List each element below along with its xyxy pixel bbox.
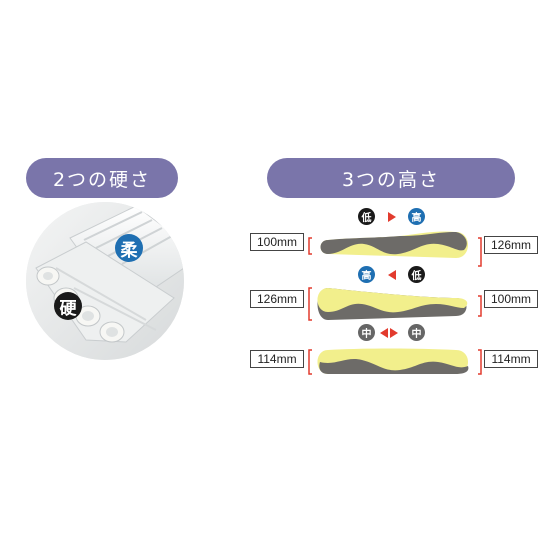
height-high-badge: 高 [408,208,425,225]
arrow-left-icon [380,328,388,338]
arrow-left-icon [388,270,396,280]
right-height-label: 114mm [484,350,538,368]
right-height-label: 126mm [484,236,538,254]
section-title-height: 3つの高さ [267,158,515,198]
left-height-label: 126mm [250,290,304,308]
pillow-pipe-photo [26,202,184,360]
arrow-right-icon [388,212,396,222]
height-row-1: 低 高 100mm 126mm [248,206,538,270]
left-height-label: 114mm [250,350,304,368]
height-row-3: 中 中 114mm 114mm [248,322,538,386]
height-row-2: 高 低 126mm 100mm [248,264,538,328]
height-low-badge: 低 [358,208,375,225]
height-mid-badge: 中 [358,324,375,341]
left-height-label: 100mm [250,233,304,251]
arrow-right-icon [390,328,398,338]
section-title-firmness: 2つの硬さ [26,158,178,198]
right-height-label: 100mm [484,290,538,308]
hard-badge: 硬 [54,292,82,320]
height-high-badge: 高 [358,266,375,283]
height-low-badge: 低 [408,266,425,283]
soft-badge: 柔 [115,234,143,262]
height-mid-badge: 中 [408,324,425,341]
